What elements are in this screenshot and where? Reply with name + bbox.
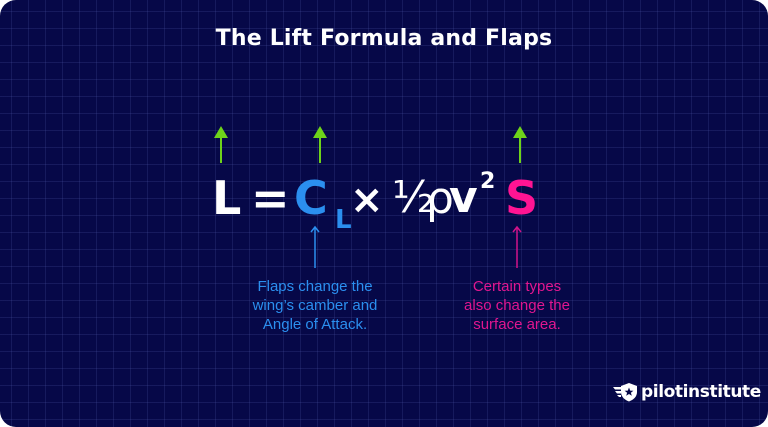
- up-arrow-icon: [313, 126, 327, 163]
- formula-exponent: 2: [480, 169, 496, 194]
- logo-text: pilotinstitute: [641, 382, 761, 402]
- note-line: surface area.: [473, 316, 561, 333]
- pointer-arrow-icon: [512, 225, 522, 268]
- formula-coefficient-subscript: L: [335, 205, 352, 235]
- coefficient-note: Flaps change the wing’s camber and Angle…: [215, 277, 415, 334]
- note-line: also change the: [464, 297, 570, 314]
- surface-note: Certain types also change the surface ar…: [417, 277, 617, 334]
- page-title: The Lift Formula and Flaps: [215, 26, 553, 51]
- note-line: Angle of Attack.: [262, 316, 368, 333]
- formula-lift: L: [212, 171, 242, 225]
- pilot-institute-logo: pilotinstitute: [612, 382, 761, 402]
- formula-rho: ρ: [426, 173, 454, 224]
- up-arrow-icon: [513, 126, 527, 163]
- pointer-arrow-icon: [310, 225, 320, 268]
- note-line: Flaps change the: [257, 278, 373, 295]
- winged-shield-star-icon: [613, 383, 637, 402]
- formula-half: ½: [392, 172, 435, 223]
- up-arrow-icon: [214, 126, 228, 163]
- note-line: Certain types: [472, 278, 562, 295]
- formula-surface: S: [505, 171, 539, 225]
- formula-velocity: v: [449, 172, 478, 223]
- note-line: wing’s camber and: [252, 297, 378, 314]
- formula-times: ×: [350, 177, 384, 223]
- formula-equals: =: [251, 171, 290, 225]
- formula-coefficient: C: [294, 171, 328, 225]
